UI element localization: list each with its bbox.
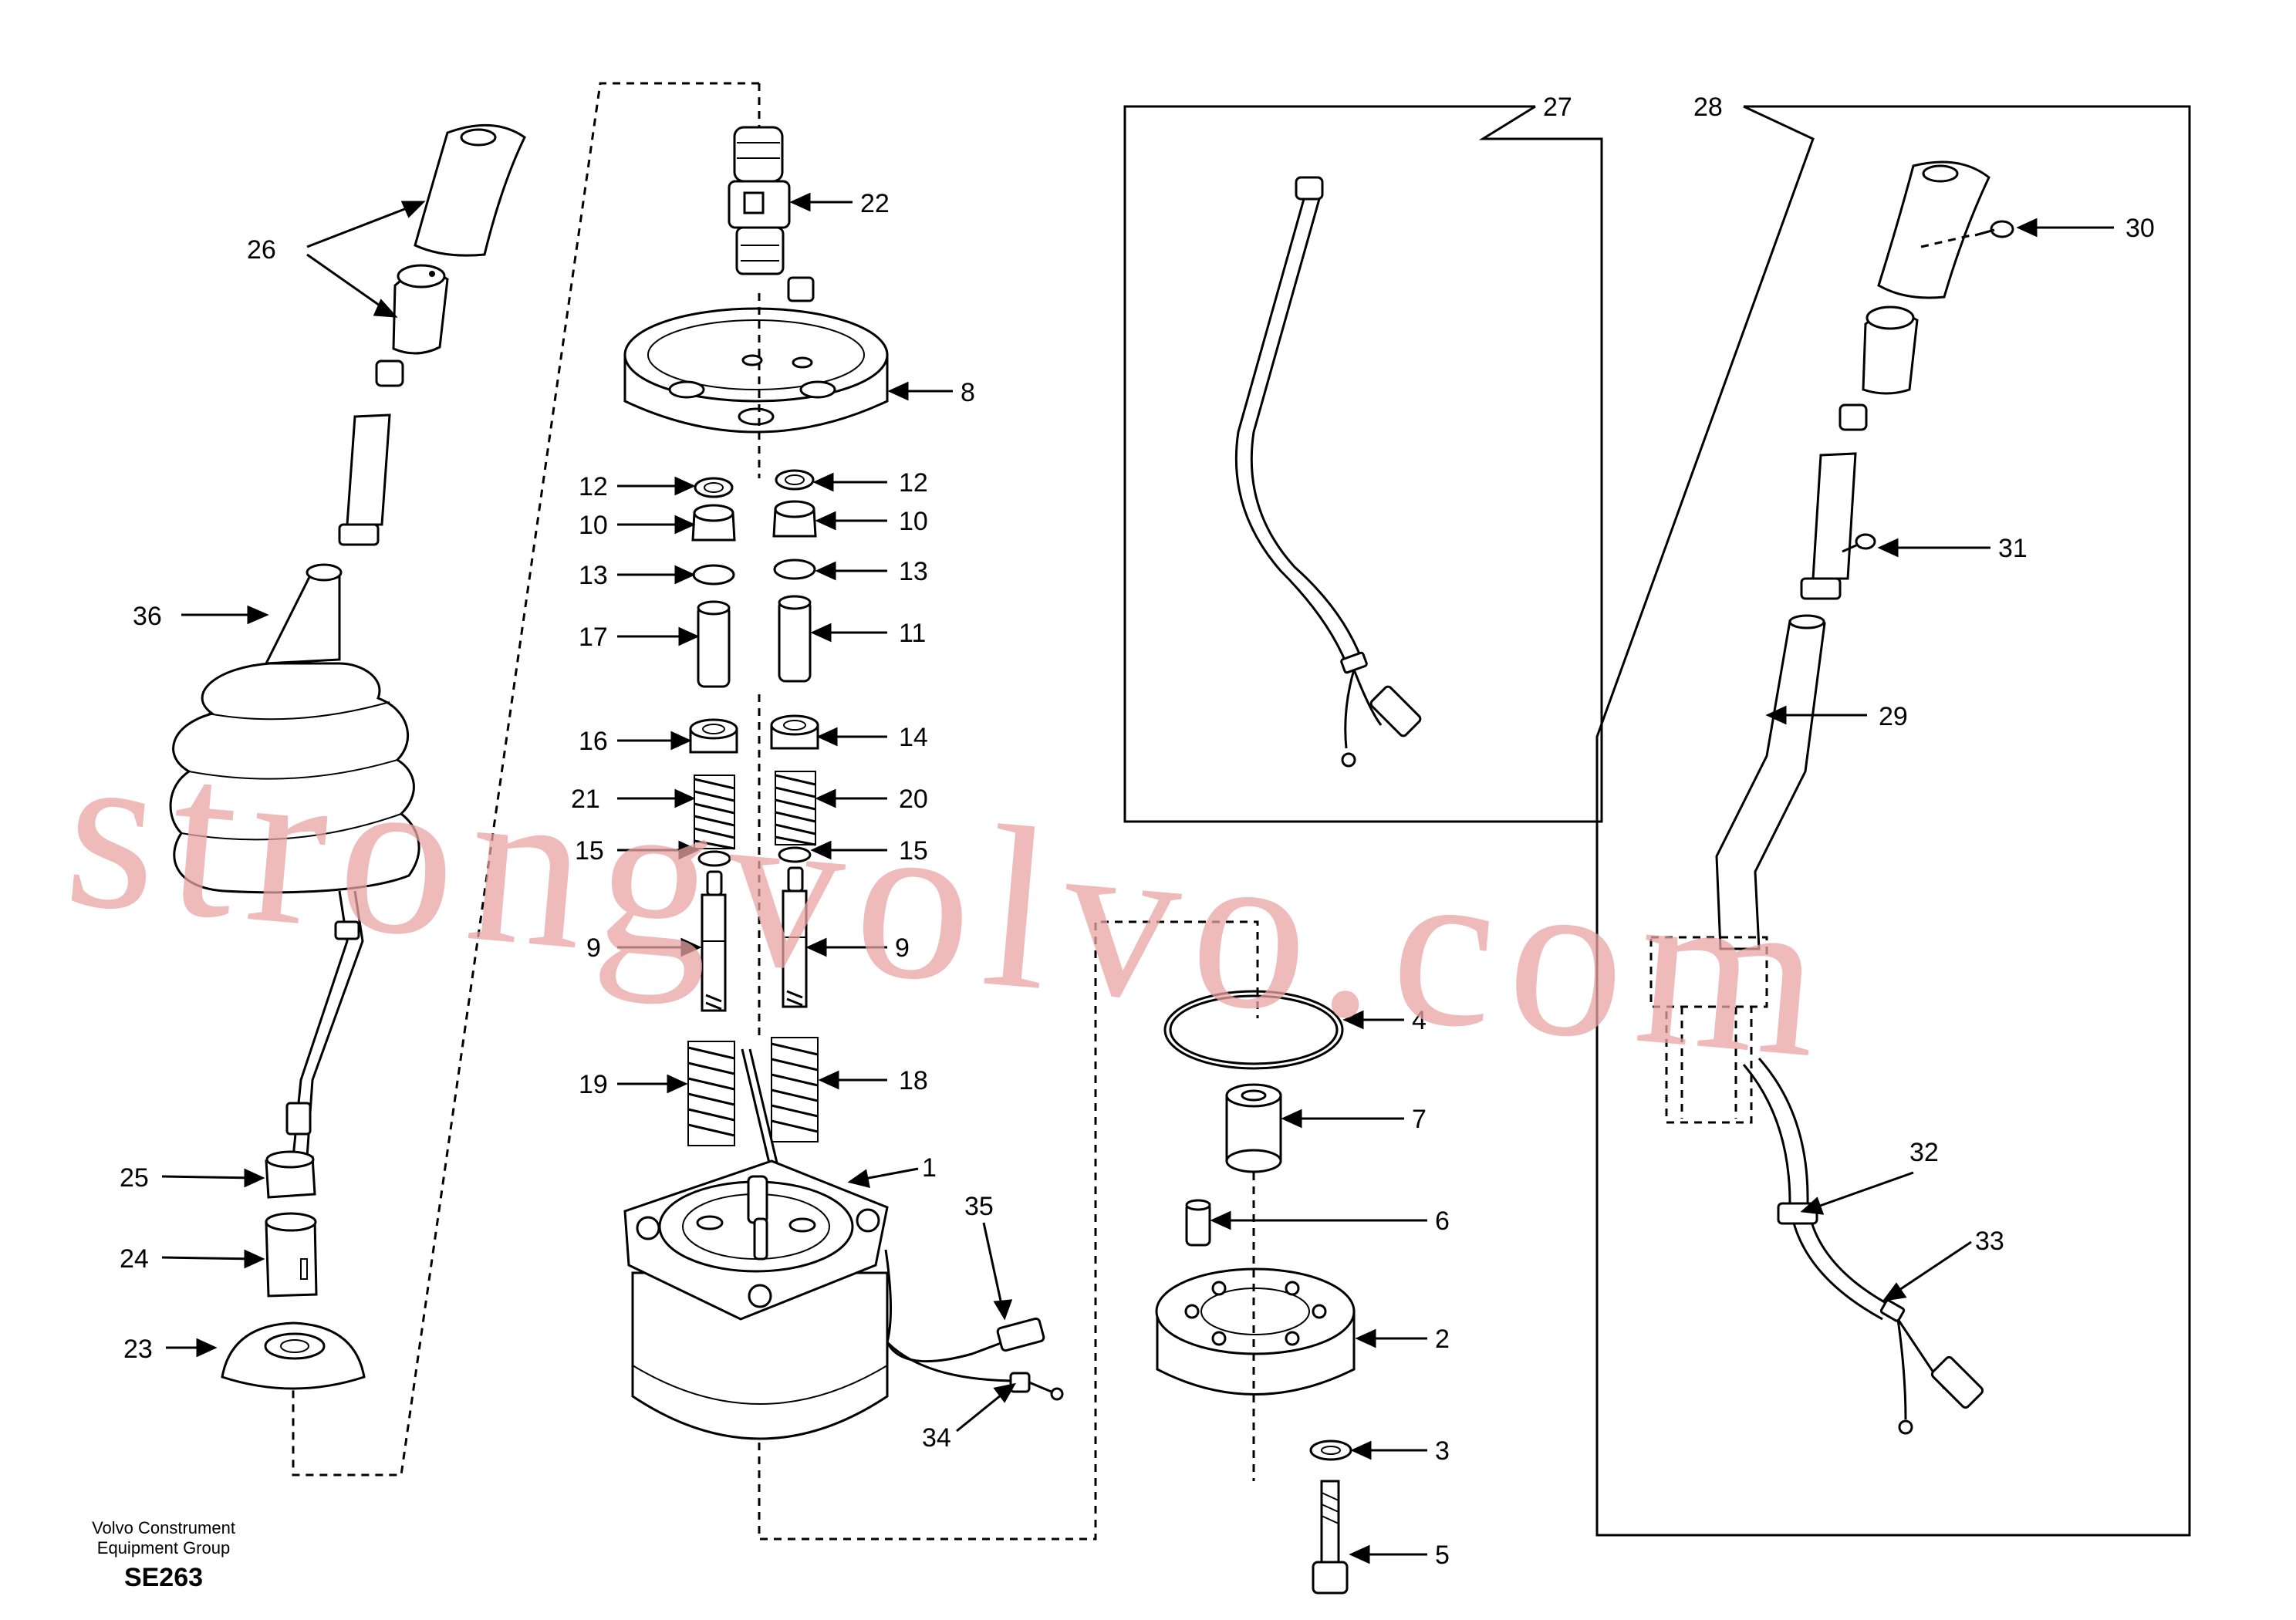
cable-27 (1234, 176, 1422, 768)
label-21: 21 (571, 785, 600, 814)
handle-grip-26 (414, 123, 526, 257)
label-5: 5 (1435, 1541, 1450, 1570)
label-22: 22 (860, 189, 890, 218)
label-17: 17 (579, 623, 608, 652)
seal-10-left (691, 504, 736, 542)
footer: Volvo Construment Equipment Group SE263 (92, 1518, 235, 1592)
oring-13-left (692, 564, 735, 586)
label-9-right: 9 (895, 933, 910, 963)
coupling-24 (265, 1212, 318, 1298)
label-10-left: 10 (579, 511, 608, 540)
label-1: 1 (922, 1153, 937, 1183)
oring-4 (1163, 990, 1344, 1070)
housing-1 (623, 1159, 889, 1440)
washer-16 (689, 718, 738, 754)
screw-31 (1842, 533, 1876, 553)
label-36: 36 (133, 602, 162, 631)
plate-23 (221, 1321, 366, 1390)
label-2: 2 (1435, 1325, 1450, 1354)
seal-12-right (775, 469, 815, 491)
bushing-dashed-28 (1649, 936, 1768, 1124)
flange-2 (1155, 1267, 1356, 1396)
label-33: 33 (1975, 1227, 2004, 1256)
spool-9-right (782, 866, 808, 1008)
label-27: 27 (1543, 93, 1572, 122)
tube-29 (1715, 614, 1826, 950)
seal-12-left (694, 477, 734, 498)
callout-labels: 26 36 25 24 23 22 8 12 10 13 17 16 21 15… (120, 93, 2155, 1570)
label-11: 11 (899, 619, 926, 648)
label-15-left: 15 (575, 836, 604, 866)
handle-insert-28 (1862, 305, 1919, 395)
rubber-boot-36 (169, 563, 420, 894)
label-19: 19 (579, 1070, 608, 1099)
seal-10-right (772, 500, 817, 538)
label-34: 34 (922, 1423, 951, 1453)
label-29: 29 (1879, 702, 1908, 731)
leader-arrows (161, 192, 2114, 1564)
washer-15-left (697, 850, 731, 867)
label-6: 6 (1435, 1207, 1450, 1236)
label-3: 3 (1435, 1436, 1450, 1466)
washer-3 (1309, 1439, 1352, 1461)
label-20: 20 (899, 785, 928, 814)
label-8: 8 (961, 378, 975, 407)
spool-9-left (701, 870, 727, 1012)
label-18: 18 (899, 1066, 928, 1095)
label-12-right: 12 (899, 468, 928, 498)
harness-35-34 (884, 1249, 1064, 1401)
label-10-right: 10 (899, 507, 928, 536)
label-25: 25 (120, 1163, 149, 1193)
label-13-right: 13 (899, 557, 928, 586)
label-23: 23 (123, 1335, 153, 1364)
spring-20 (775, 771, 816, 846)
lever-cable (285, 890, 364, 1158)
bolt-5 (1312, 1480, 1349, 1595)
joint-22 (728, 126, 791, 275)
handle-grip-28 (1877, 160, 1990, 299)
label-32: 32 (1909, 1138, 1939, 1167)
label-4: 4 (1412, 1006, 1427, 1035)
label-9-left: 9 (586, 933, 601, 963)
nut-25 (265, 1150, 316, 1199)
pusher-17 (697, 600, 731, 688)
company-line-2: Equipment Group (97, 1538, 230, 1558)
center-axis (741, 293, 781, 1173)
kit-28-frame (1595, 105, 2191, 1537)
label-12-left: 12 (579, 472, 608, 501)
plate-8 (623, 307, 889, 434)
label-26: 26 (247, 235, 276, 265)
lever-stem-36 (338, 359, 404, 546)
label-31: 31 (1998, 534, 2028, 563)
drawing-code: SE263 (124, 1563, 203, 1592)
pusher-11 (778, 595, 812, 683)
company-line-1: Volvo Construment (92, 1518, 235, 1537)
bushing-7 (1225, 1083, 1282, 1173)
washer-15-right (778, 846, 812, 863)
handle-insert-26 (392, 264, 449, 355)
label-7: 7 (1412, 1105, 1427, 1134)
lever-stem-28 (1800, 403, 1868, 600)
oring-13-right (773, 559, 816, 580)
kit-27-frame (1123, 105, 1603, 823)
spring-18 (771, 1037, 819, 1142)
label-14: 14 (899, 723, 928, 752)
label-15-right: 15 (899, 836, 928, 866)
spring-19 (687, 1041, 735, 1146)
label-28: 28 (1693, 93, 1723, 122)
cable-33 (1742, 1058, 1984, 1435)
pin-6 (1185, 1199, 1211, 1247)
label-35: 35 (964, 1192, 994, 1221)
label-30: 30 (2125, 214, 2155, 243)
label-16: 16 (579, 727, 608, 756)
nut-small-top (787, 276, 815, 302)
spring-21 (694, 775, 735, 850)
label-24: 24 (120, 1244, 149, 1274)
washer-14 (770, 714, 819, 750)
label-13-left: 13 (579, 561, 608, 590)
screw-30 (1920, 220, 2014, 248)
